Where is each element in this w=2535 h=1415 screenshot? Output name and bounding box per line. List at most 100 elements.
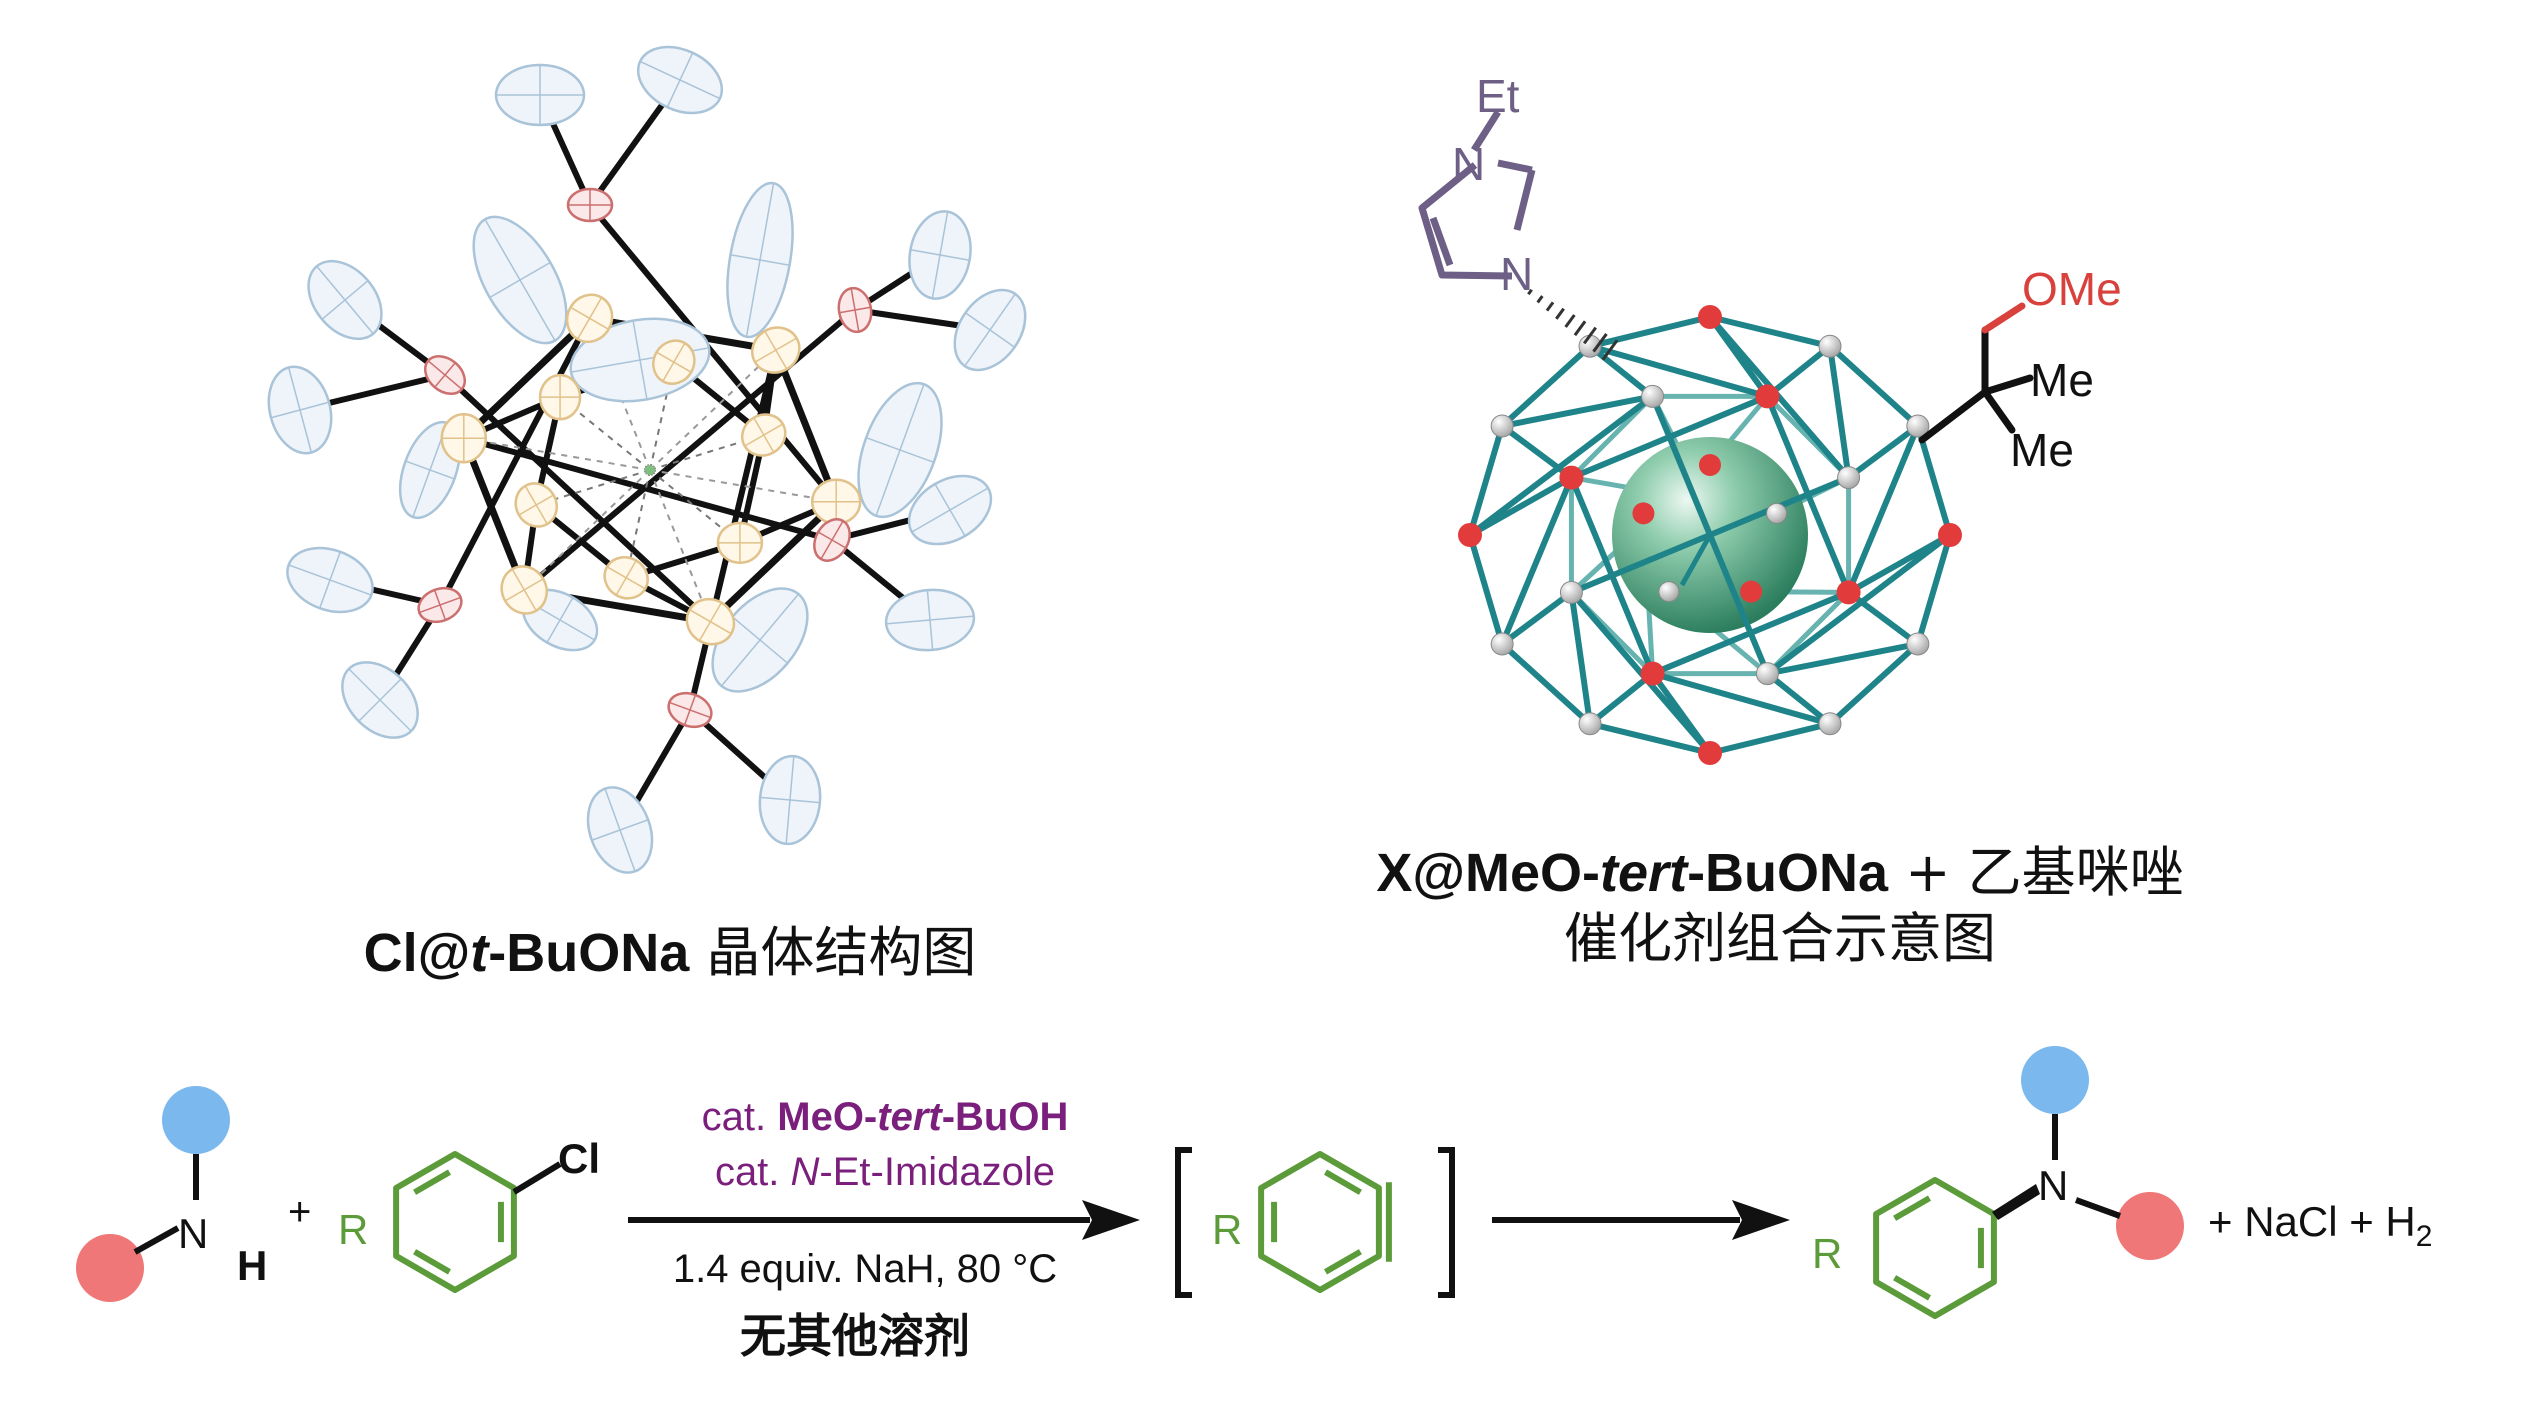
pink-substituent — [76, 1234, 144, 1302]
hydrogen-atom — [1578, 712, 1602, 736]
ortep-carbon — [908, 210, 972, 300]
front-edge — [1651, 670, 1831, 727]
ortep-carbon — [758, 754, 822, 846]
ortep-bond — [460, 436, 528, 592]
ortep-sodium-axis — [656, 351, 692, 373]
ortep-carbon — [286, 546, 374, 614]
front-edge — [1765, 343, 1832, 399]
ortep-sodium-axis — [753, 417, 775, 453]
ortep-carbon-axis — [546, 597, 574, 643]
cluster-oxygen-atoms — [1458, 305, 1962, 765]
ring-inner-bond — [413, 1249, 451, 1275]
reaction-arrow-1 — [628, 1200, 1140, 1240]
ortep-bond — [772, 348, 840, 504]
front-edge — [1501, 393, 1654, 429]
ortep-atoms — [267, 45, 1027, 874]
hydrogen-atom — [1906, 632, 1930, 656]
amine-reactant — [76, 1086, 230, 1302]
ortep-sodium — [685, 597, 736, 646]
hydrogen-atom — [1906, 414, 1930, 438]
hash-segment — [1601, 339, 1619, 361]
oxygen-atom — [1740, 580, 1763, 603]
ortep-carbon-axis — [964, 312, 1016, 348]
imidazole-ring — [1418, 159, 1536, 280]
ortep-sodium — [514, 482, 558, 528]
left-caption-formula-b: -BuONa — [488, 923, 690, 983]
right-caption-formula-a: X@MeO- — [1376, 843, 1601, 903]
blue-substituent — [162, 1086, 230, 1154]
aryne-ring — [1258, 1151, 1392, 1293]
product-pink-substituent — [2116, 1192, 2184, 1260]
tert-alkyl-substituent — [1918, 326, 2034, 444]
reagent1-tert: tert — [877, 1095, 943, 1139]
ortep-carbon — [472, 215, 568, 345]
ortep-bond — [522, 307, 857, 593]
ortep-carbon-axis — [720, 593, 800, 687]
hash-segment — [1555, 307, 1565, 320]
aryl-cl-label: Cl — [558, 1135, 600, 1182]
ortep-carbon-axis — [910, 249, 970, 261]
ortep-oxygen-axis — [817, 531, 847, 549]
ortep-sodium — [751, 326, 801, 374]
left-caption-formula-t: t — [470, 923, 489, 983]
ortep-carbon-axis — [745, 183, 775, 337]
ortep-sodium — [500, 565, 548, 615]
solvent-note: 无其他溶剂 — [740, 1309, 970, 1363]
hydrogen-atom — [1658, 581, 1680, 603]
ortep-sodium-axis — [615, 560, 637, 596]
oxygen-atom — [1458, 523, 1482, 547]
ortep-sodium-axis — [518, 494, 554, 516]
left-caption-formula-a: Cl@ — [363, 923, 471, 983]
front-edge — [1846, 589, 1920, 647]
right-caption: X@MeO-tert-BuONa + 乙基咪唑 催化剂组合示意图 — [1320, 840, 2240, 972]
ortep-carbon-axis — [591, 819, 649, 841]
ortep-oxygen — [667, 691, 713, 729]
ortep-carbon-axis — [358, 678, 402, 722]
front-edge — [1914, 534, 1953, 645]
product-n-label: N — [2038, 1162, 2068, 1209]
ortep-carbon-axis — [489, 261, 551, 299]
front-edge — [1467, 425, 1506, 536]
ortep-carbon — [857, 381, 943, 519]
ortep-carbon — [953, 288, 1027, 372]
front-edge — [1709, 314, 1831, 350]
ring-outline — [1258, 1151, 1382, 1293]
ortep-dash — [523, 469, 651, 591]
hash-segment — [1583, 326, 1597, 345]
ethyl-bond — [1471, 110, 1501, 152]
ortep-carbon — [636, 45, 724, 115]
ortep-dash — [463, 437, 651, 471]
front-edge — [1765, 532, 1952, 676]
oxygen-atom — [1698, 741, 1722, 765]
ortep-sodium — [741, 413, 787, 457]
ortep-carbon — [726, 181, 794, 339]
ortep-sodium — [440, 412, 488, 464]
label-n-bottom: N — [1500, 248, 1533, 300]
ortep-bond — [437, 316, 593, 607]
ortep-crystal-structure — [267, 45, 1027, 874]
hash-segment — [1592, 333, 1608, 353]
ortep-sodium-axis — [504, 578, 544, 602]
core-edge — [1679, 533, 1713, 587]
ortep-bond — [461, 315, 592, 441]
ortep-carbon-axis — [632, 320, 648, 400]
ortep-sodium — [603, 556, 649, 600]
front-edge — [1588, 671, 1655, 727]
ring-outline — [1873, 1177, 1997, 1319]
ortep-sodium — [810, 478, 862, 526]
label-me-bottom: Me — [2010, 424, 2074, 476]
label-ome: OMe — [2022, 263, 2122, 315]
c-cl-bond — [512, 1161, 562, 1195]
ortep-carbon-axis — [760, 796, 820, 804]
ortep-oxygen-axis — [839, 306, 871, 314]
ring-inner-bond — [1893, 1195, 1931, 1221]
ortep-chloride — [645, 465, 655, 475]
aryl-r-label: R — [338, 1206, 368, 1253]
reaction-arrow-2 — [1492, 1200, 1790, 1240]
hash-segment — [1536, 295, 1544, 304]
h2-subscript: 2 — [2416, 1220, 2433, 1253]
reagent2-rest: -Et-Imidazole — [819, 1150, 1055, 1194]
aryl-chloride-ring — [393, 1151, 517, 1293]
